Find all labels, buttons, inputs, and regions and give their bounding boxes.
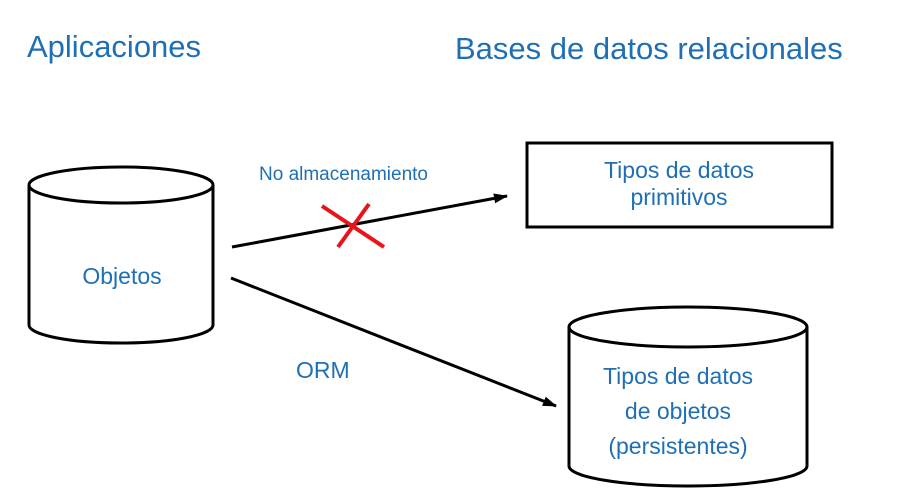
relational-databases-heading: Bases de datos relacionales	[455, 31, 843, 66]
object-types-cylinder: Tipos de datos de objetos (persistentes)	[567, 305, 809, 488]
orm-arrow	[230, 276, 557, 408]
object-types-label-line3: (persistentes)	[608, 433, 747, 459]
no-storage-label: No almacenamiento	[259, 164, 428, 185]
objects-label: Objetos	[82, 263, 161, 289]
primitive-types-box: Tipos de datos primitivos	[525, 141, 834, 229]
blocked-cross-icon	[320, 202, 386, 249]
applications-heading: Aplicaciones	[27, 29, 202, 64]
object-types-label-line2: de objetos	[625, 398, 731, 424]
objects-cylinder: Objetos	[27, 165, 215, 345]
no-storage-arrow	[231, 193, 508, 249]
object-types-label-line1: Tipos de datos	[603, 363, 753, 389]
primitive-types-label-line2: primitivos	[630, 184, 727, 210]
primitive-types-label-line1: Tipos de datos	[604, 157, 754, 183]
orm-label: ORM	[296, 357, 350, 383]
